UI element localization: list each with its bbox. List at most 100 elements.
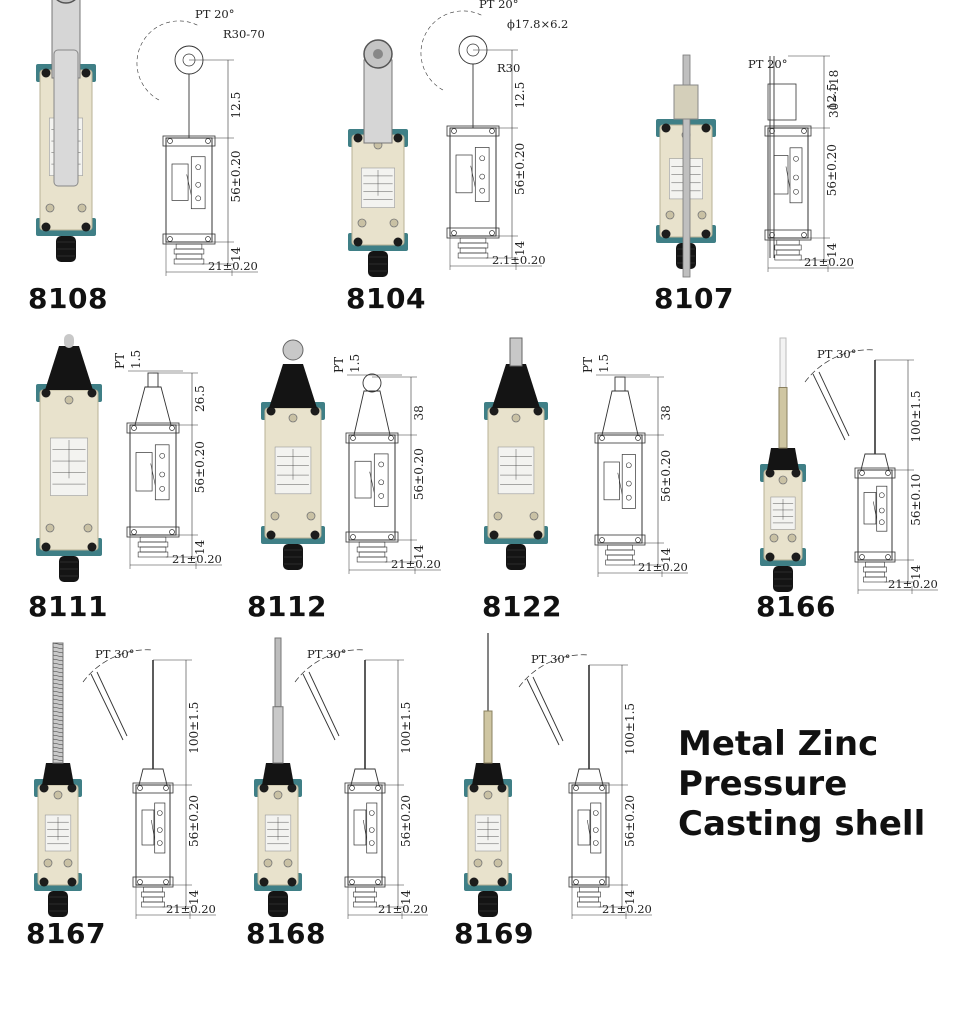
drawing-line [873,501,877,520]
drawing-inner [455,154,473,194]
drawing-hole [885,470,891,476]
dimension-body: 56±0.20 [412,448,426,500]
model-number: 8108 [28,282,108,315]
drawing-gland [355,896,375,903]
dimension-width: 21±0.20 [391,557,441,571]
drawing-gland [579,886,599,893]
screw-hole [353,133,363,143]
drawing-gland [577,891,601,898]
drawing-hole [451,230,457,236]
dimension-extra: R30-70 [223,27,265,41]
screw-hole [39,783,49,793]
drawing-housing [138,768,168,786]
drawing-line [363,819,367,841]
screw [45,203,55,213]
plunger-housing [492,364,540,408]
screw-hole [701,123,711,133]
dimension-base: 14 [412,544,426,560]
drawing-hole [885,554,891,560]
drawing-ear [594,432,646,444]
drawing-hole [599,879,605,885]
drawing-gland [356,546,388,553]
drawing-gland [607,544,633,551]
drawing-hole [451,128,457,134]
drawing-line [587,819,591,841]
drawing-ear [132,782,174,794]
drawing-body [857,469,893,561]
screw-hole [661,229,671,239]
screw-hole [353,237,363,247]
drawing-body [347,784,383,886]
drawing-line [186,174,192,196]
drawing-terminal [626,494,632,501]
drawing-hole [573,879,579,885]
screw [357,218,367,228]
drawing-arc [82,649,154,683]
dimension-body: 56±0.10 [909,474,923,526]
dimension-angle: PT 30° [531,652,570,666]
drawing-hole [573,785,579,791]
cross-roller [509,337,523,367]
screw-hole [497,783,507,793]
screw-hole [41,542,51,552]
screw [63,858,73,868]
drawing-line [52,658,64,662]
rod-lever [682,54,691,278]
drawing-ear [345,432,399,444]
drawing-line [52,678,64,682]
drawing-arc [804,349,876,383]
drawing-inner [354,460,372,499]
dimension-base: 14 [399,889,413,905]
dimension-base: 14 [909,564,923,580]
drawing-terminal [593,827,599,833]
dimension-top: 38 [659,405,673,420]
drawing-line [818,371,850,437]
dimension-angle: PT 20° [195,7,234,21]
drawing-line [52,710,64,714]
drawing-hole [859,470,865,476]
drawing-hole [769,232,775,238]
drawing-line [52,730,64,734]
drawing-inner [773,155,789,195]
drawing-hole [169,425,175,431]
drawing-line [470,165,476,188]
screw-hole [489,530,499,540]
drawing-inner [789,147,803,204]
drawing-ear [764,125,812,137]
screw-hole [765,552,775,562]
screw-hole [497,877,507,887]
drawing-gland [605,549,635,556]
drawing-hole [167,138,173,144]
drawing-terminal [793,156,799,162]
drawing-gland [459,237,487,244]
drawing-line [52,694,64,698]
model-number: 8122 [482,590,562,623]
screw [77,203,87,213]
drawing-line [308,671,340,737]
drawing-hole [131,529,137,535]
drawing-line [52,754,64,758]
screw-hole [469,783,479,793]
drawing-terminal [159,471,165,478]
model-number: 8169 [454,917,534,950]
drawing-arc [420,10,484,91]
drawing-hole [350,435,356,441]
dimension-extra: R30 [497,61,520,75]
drawing-terminal [159,453,165,459]
dimension-extra: 30~118 [827,70,841,118]
drawing-gland [175,243,203,250]
screw-hole [87,542,97,552]
drawing-gland [579,896,599,903]
screw [270,511,280,521]
drawing-line [52,654,64,658]
spring-base [262,763,294,785]
dimension-base: 14 [825,242,839,258]
drawing-hole [599,785,605,791]
drawing-housing [350,768,380,786]
drawing-gland [776,239,800,246]
drawing-gland [353,891,377,898]
